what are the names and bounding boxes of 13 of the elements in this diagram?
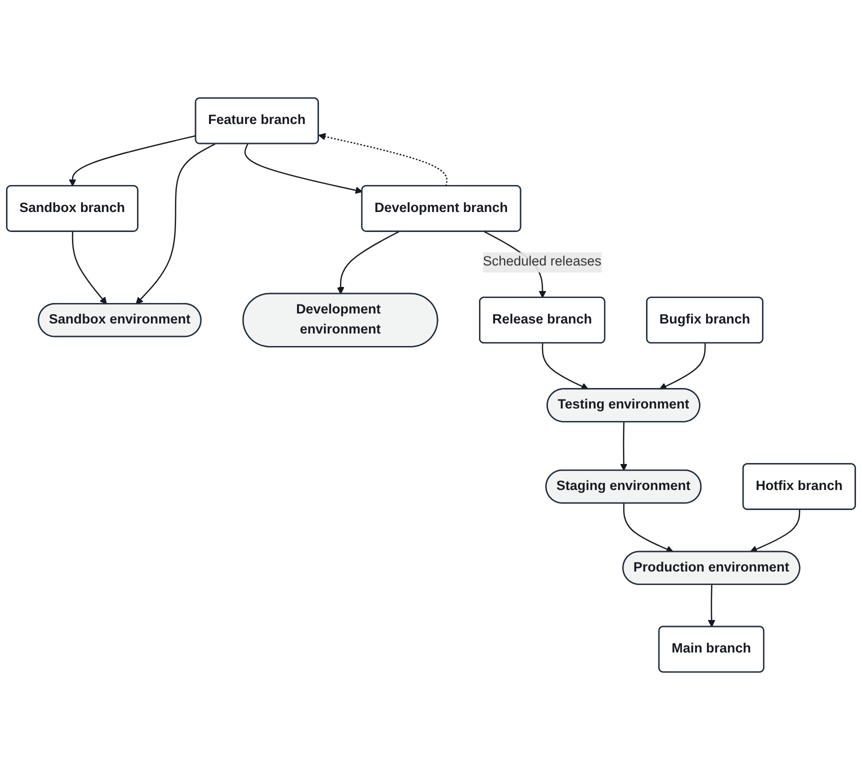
arrow [318,133,448,186]
arrow [620,422,628,471]
arrow [542,343,589,390]
arrow [136,143,216,304]
arrow [659,343,706,390]
arrow [336,231,400,294]
arrow [750,510,800,553]
arrow [708,584,716,628]
arrow [244,144,363,194]
arrow [68,135,196,186]
arrow [623,503,674,553]
arrow [72,232,107,304]
edge-label: Scheduled releases [482,254,602,270]
